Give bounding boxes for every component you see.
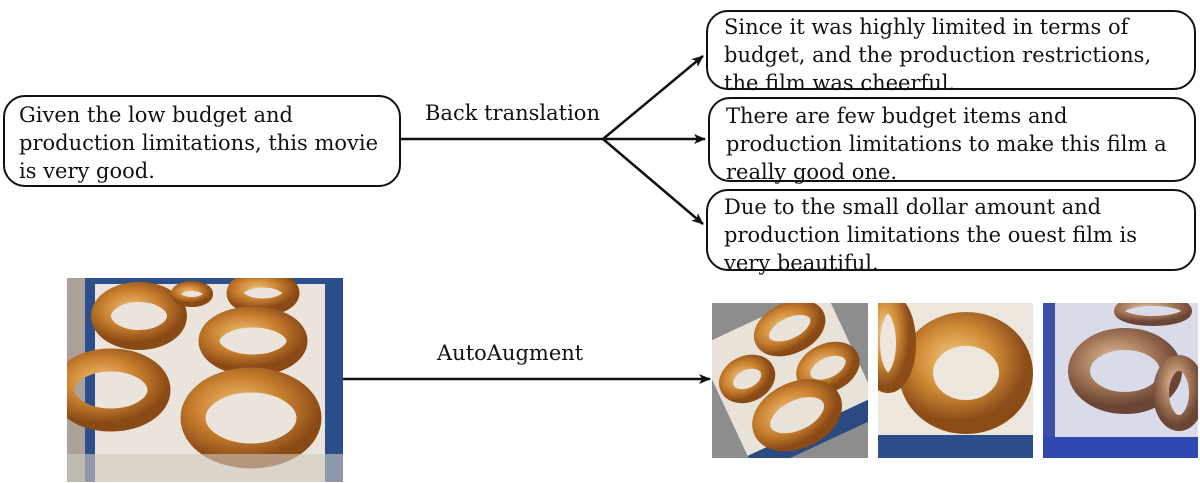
color-shifted-pretzels-icon [1043,303,1198,458]
paraphrase-text-1: Since it was highly limited in terms of … [724,15,1152,95]
zoomed-pretzel-icon [878,303,1033,458]
arrow-to-paraphrase-1 [602,55,704,140]
source-photo [67,278,343,482]
rotated-pretzels-icon [712,303,868,458]
paraphrase-text-3: Due to the small dollar amount and produ… [724,195,1138,275]
pretzels-tray-icon [67,278,343,482]
paraphrase-text-2: There are few budget items and productio… [726,104,1167,184]
source-sentence-text: Given the low budget and production limi… [19,103,379,183]
autoaugment-label: AutoAugment [437,341,584,365]
paraphrase-box-3: Due to the small dollar amount and produ… [706,189,1196,275]
augmented-photo-color-shifted [1043,303,1198,458]
augmented-photo-zoomed [878,303,1033,458]
back-translation-label: Back translation [425,101,600,125]
augmented-photo-rotated [712,303,868,458]
paraphrase-box-2: There are few budget items and productio… [708,97,1196,184]
paraphrase-box-1: Since it was highly limited in terms of … [706,10,1196,95]
source-sentence-box: Given the low budget and production limi… [3,95,401,187]
arrow-to-paraphrase-3 [602,138,704,225]
